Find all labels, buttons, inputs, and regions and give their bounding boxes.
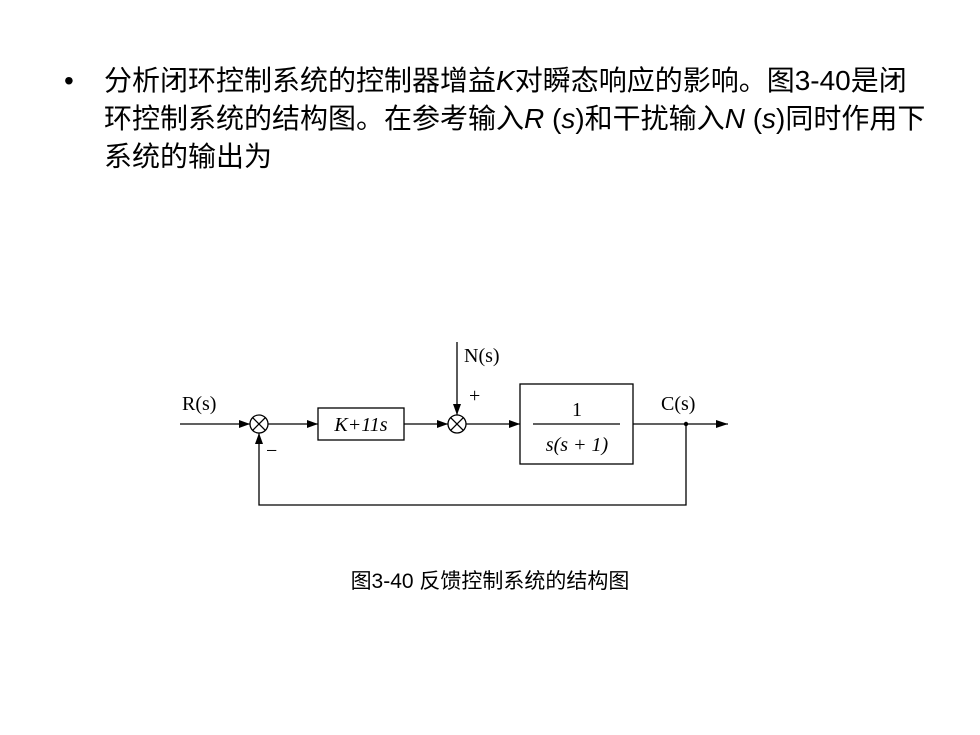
variable-n: N [724,103,745,134]
feedback-path [258,424,687,506]
controller-label: K+11s [333,414,387,436]
input-label: R(s) [182,393,216,415]
plant-denominator: s(s + 1) [546,434,609,456]
bullet-paragraph: 分析闭环控制系统的控制器增益K对瞬态响应的影响。图3-40是闭环控制系统的结构图… [104,62,934,176]
arrowhead-junction-2-input [437,420,448,428]
disturbance-label: N(s) [464,345,500,367]
takeoff-point [683,421,689,427]
arrowhead-output [716,420,728,428]
variable-s-1: s [561,103,576,134]
text-part-3: ( [544,103,562,134]
arrowhead-feedback [255,433,263,444]
arrowhead-plant-input [509,420,520,428]
text-part-6: )同时作用下系统的输出为 [104,103,926,172]
output-label: C(s) [661,393,695,415]
text-part-1: 分析闭环控制系统的控制器增益 [104,65,497,96]
arrowhead-controller-input [307,420,318,428]
text-part-5: ( [744,103,763,134]
arrowhead-junction-1-input [239,420,250,428]
plant-numerator: 1 [572,399,582,421]
plus-sign: + [469,385,480,407]
figure-caption: 图3-40 反馈控制系统的结构图 [350,570,630,593]
text-part-4: )和干扰输入 [575,103,725,134]
variable-s-2: s [762,103,777,134]
minus-sign: − [266,440,277,462]
text-part-2: 对瞬态响应的影响。图3-40是闭环控制系统的结构图。在参考输入 [104,65,907,134]
bullet-marker: • [64,65,74,96]
bullet-item: • 分析闭环控制系统的控制器增益K对瞬态响应的影响。图3-40是闭环控制系统的结… [60,62,940,176]
arrowhead-disturbance [453,404,461,415]
variable-k: K [496,65,515,96]
variable-r: R [524,103,545,134]
